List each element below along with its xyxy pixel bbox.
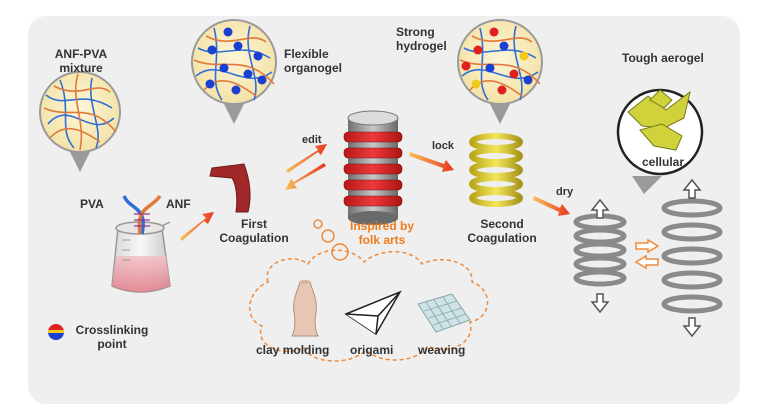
red-coil-cylinder — [343, 110, 403, 225]
anf-pva-label-line1: ANF-PVA — [54, 47, 108, 61]
lock-label: lock — [432, 140, 455, 152]
inspired-label-line2: folk arts — [358, 232, 406, 247]
crosslinking-label-line1: Crosslinking — [75, 323, 149, 337]
process-arrows — [180, 144, 570, 241]
crosslink-legend-dot — [48, 324, 64, 340]
anf-pva-label-line2: mixture — [59, 60, 103, 75]
stretch-arrows — [590, 178, 702, 338]
edit-label: edit — [302, 134, 322, 146]
tough-aerogel-label: Tough aerogel — [622, 51, 704, 65]
hydrogel-bubble — [457, 19, 543, 124]
folk-arts-cloud — [248, 249, 489, 362]
pva-label: PVA — [80, 197, 104, 211]
second-label-line2: Coagulation — [467, 230, 537, 245]
first-label-line1: First — [240, 217, 267, 231]
strong-label-line1: Strong — [396, 25, 435, 39]
arrow-edit-forward — [286, 144, 327, 173]
second-label-line1: Second — [480, 217, 524, 231]
weaving — [417, 293, 471, 333]
clay-molding-label: clay molding — [256, 343, 330, 357]
anf-pva-label: ANF-PVA mixture — [40, 47, 122, 76]
arrow-to-first — [180, 212, 214, 241]
grey-compact-coil — [573, 213, 627, 287]
strong-hydrogel-label: Strong hydrogel — [396, 25, 447, 54]
organogel-strip — [209, 163, 251, 213]
weaving-label: weaving — [418, 343, 466, 357]
flexible-organogel-label: Flexible organogel — [284, 47, 343, 76]
second-coagulation-label: Second Coagulation — [456, 217, 548, 246]
anf-label: ANF — [166, 197, 191, 211]
strong-label-line2: hydrogel — [396, 38, 447, 53]
flexible-label-line2: organogel — [284, 60, 343, 75]
arrow-dry — [533, 196, 570, 216]
paper-plane — [344, 290, 402, 336]
organogel-bubble — [191, 19, 277, 124]
flexible-label-line1: Flexible — [284, 47, 329, 61]
arrow-lock — [409, 152, 454, 172]
origami-label: origami — [350, 343, 394, 357]
cellular-bubble — [616, 88, 704, 194]
crosslinking-label: Crosslinking point — [68, 323, 156, 352]
beaker — [111, 194, 171, 293]
inspired-label-line1: Inspired by — [349, 219, 414, 233]
inspired-label: Inspired by folk arts — [332, 219, 432, 248]
anf-pva-bubble — [39, 71, 121, 172]
dry-label: dry — [556, 186, 574, 198]
arrow-edit-back — [285, 163, 326, 190]
cellular-label: cellular — [642, 155, 685, 169]
crosslinking-label-line2: point — [97, 336, 127, 351]
exchange-arrows — [634, 238, 660, 270]
first-label-line2: Coagulation — [219, 230, 289, 245]
vase — [291, 280, 319, 337]
first-coagulation-label: First Coagulation — [208, 217, 300, 246]
yellow-coil — [469, 133, 523, 207]
grey-stretched-coil — [661, 198, 723, 314]
